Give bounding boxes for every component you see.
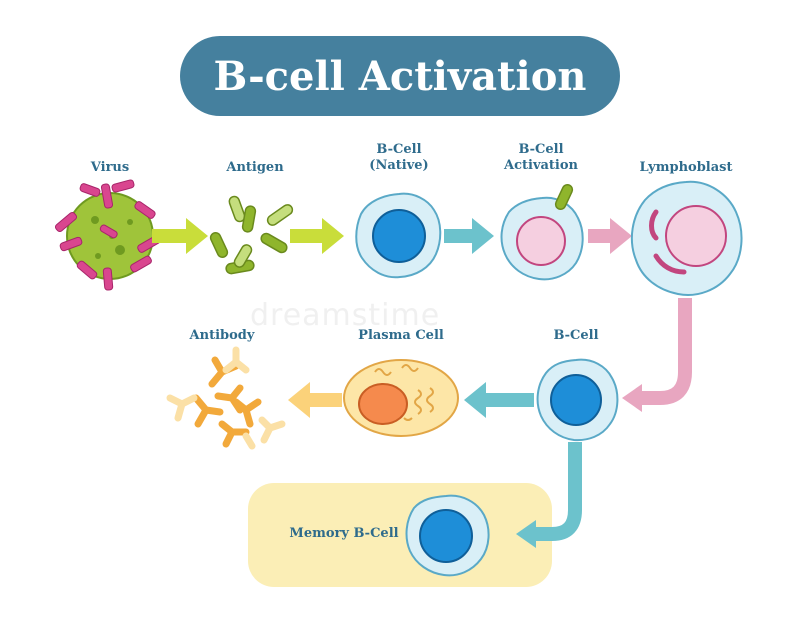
arrow-plasma-to-antibody: [288, 382, 342, 418]
label-b-cell-native-line2: (Native): [369, 158, 429, 173]
b-cell-icon: [536, 358, 619, 442]
label-b-cell-activation-line1: B-Cell: [518, 142, 564, 157]
label-antigen: Antigen: [226, 160, 284, 175]
arrow-activation-to-lymphoblast: [588, 218, 632, 254]
label-plasma-cell: Plasma Cell: [358, 328, 444, 343]
label-virus: Virus: [90, 160, 130, 175]
lymphoblast-icon: [630, 180, 743, 296]
antigen-icon: [209, 195, 294, 275]
watermark: dreamstime: [250, 298, 441, 333]
label-b-cell-activation-line2: Activation: [504, 158, 578, 173]
virus-icon: [54, 179, 161, 291]
arrow-b-cell-to-memory-b-cell: [516, 442, 582, 548]
label-lymphoblast: Lymphoblast: [639, 160, 733, 175]
antibody-icon: [166, 346, 286, 450]
arrow-virus-to-antigen: [152, 218, 208, 254]
arrow-antigen-to-b-cell: [290, 218, 344, 254]
b-cell-native-icon: [355, 192, 442, 279]
label-b-cell-native-line1: B-Cell: [376, 142, 422, 157]
arrow-b-cell-to-plasma-cell: [464, 382, 534, 418]
label-memory-b-cell: Memory B-Cell: [289, 526, 399, 541]
b-cell-activation-icon: [500, 183, 584, 281]
label-b-cell-native: B-Cell (Native): [369, 142, 428, 174]
arrow-lymphoblast-to-b-cell: [622, 298, 692, 412]
memory-b-cell-icon: [405, 494, 490, 577]
arrow-native-to-activation: [444, 218, 494, 254]
label-antibody: Antibody: [189, 328, 255, 343]
label-b-cell-activation: B-Cell Activation: [504, 142, 578, 174]
page-title: B-cell Activation: [180, 36, 620, 116]
label-b-cell: B-Cell: [553, 328, 599, 343]
plasma-cell-icon: [343, 359, 459, 437]
